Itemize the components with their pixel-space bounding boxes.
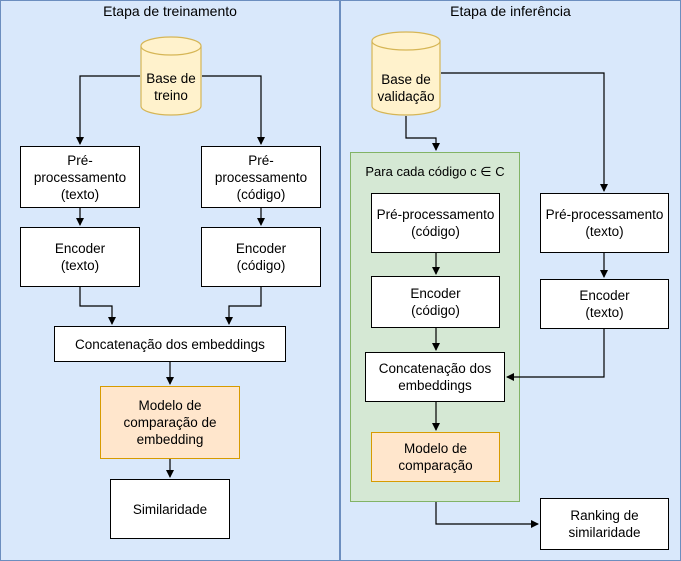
training-comparison-model: Modelo de comparação de embedding bbox=[100, 386, 240, 459]
arrow-trainingdb-to-pretext bbox=[76, 75, 140, 145]
inference-encoder-code: Encoder (código) bbox=[371, 276, 500, 328]
training-similarity: Similaridade bbox=[110, 479, 230, 539]
arrow-enctext-to-concat-inf bbox=[506, 329, 605, 381]
inference-preprocess-code: Pré-processamento (código) bbox=[371, 193, 500, 253]
inference-comparison-model: Modelo de comparação bbox=[371, 432, 500, 482]
inference-encoder-text: Encoder (texto) bbox=[540, 279, 669, 329]
training-panel-title: Etapa de treinamento bbox=[103, 3, 237, 19]
inference-concatenation: Concatenação dos embeddings bbox=[365, 352, 505, 402]
arrow-trainingdb-to-precode bbox=[202, 75, 265, 145]
arrow-group-to-ranking bbox=[435, 502, 539, 528]
arrow-validationdb-to-pretext bbox=[441, 72, 608, 192]
arrow-validationdb-to-group bbox=[405, 116, 440, 151]
training-concatenation: Concatenação dos embeddings bbox=[54, 326, 286, 362]
per-code-group-title: Para cada código c ∈ C bbox=[365, 164, 505, 179]
training-encoder-code: Encoder (código) bbox=[201, 227, 321, 287]
inference-ranking: Ranking de similaridade bbox=[540, 498, 669, 550]
inference-preprocess-text: Pré-processamento (texto) bbox=[540, 193, 669, 253]
arrow-enctext-to-concat bbox=[79, 287, 116, 325]
training-database-label: Base de treino bbox=[146, 71, 196, 103]
training-preprocess-text: Pré- processamento (texto) bbox=[20, 146, 140, 208]
inference-database-label: Base de validação bbox=[377, 72, 435, 104]
inference-panel-title: Etapa de inferência bbox=[450, 3, 571, 19]
training-preprocess-code: Pré- processamento (código) bbox=[201, 146, 321, 208]
inference-database-icon: Base de validação bbox=[371, 31, 441, 116]
training-encoder-text: Encoder (texto) bbox=[20, 227, 140, 287]
arrow-enccode-to-concat bbox=[225, 287, 262, 325]
training-database-icon: Base de treino bbox=[140, 36, 202, 116]
